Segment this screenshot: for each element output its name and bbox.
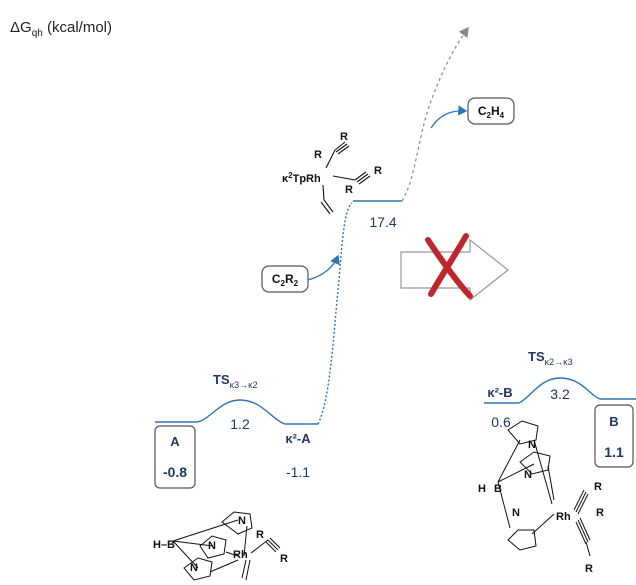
structure-B-labels: H B N N N Rh R R R bbox=[478, 439, 604, 575]
structure-B-B: B bbox=[494, 483, 502, 495]
ts1-sub: κ3→κ2 bbox=[230, 380, 258, 390]
structure-A-R1: R bbox=[256, 529, 264, 541]
ts2-sub: κ2→κ3 bbox=[545, 357, 573, 367]
arrow-c2h4-out bbox=[430, 105, 468, 129]
structure-A-labels: H–B N N N Rh R R bbox=[153, 515, 288, 574]
state-k2A-name: κ²-A bbox=[285, 431, 311, 446]
ts1-label: TSκ3→κ2 bbox=[213, 372, 258, 390]
ts2-energy: 3.2 bbox=[550, 386, 570, 402]
ts2-label: TSκ2→κ3 bbox=[528, 349, 573, 367]
red-cross-icon bbox=[425, 233, 473, 299]
arrow-c2r2-in bbox=[307, 254, 340, 281]
c2r2-b: R bbox=[285, 272, 294, 286]
structure-B-Rh: Rh bbox=[556, 511, 571, 523]
structure-A-R2: R bbox=[280, 553, 288, 565]
state-A-energy: -0.8 bbox=[163, 464, 187, 480]
dashed-path-to-products bbox=[401, 27, 469, 202]
structure-A-Rh: Rh bbox=[233, 549, 248, 561]
state-k2A-energy: -1.1 bbox=[286, 464, 310, 480]
structure-A-N1: N bbox=[238, 515, 246, 527]
intermediate-R4: R bbox=[374, 165, 382, 177]
axis-label: ΔGqh (kcal/mol) bbox=[10, 19, 112, 39]
structure-B-N1: N bbox=[528, 439, 536, 451]
intermediate-rest: TpRh bbox=[293, 173, 321, 185]
axis-label-sub: qh bbox=[32, 28, 43, 39]
structure-B-R1: R bbox=[594, 481, 602, 493]
state-k2B-energy: 0.6 bbox=[491, 414, 511, 430]
state-B-box: B 1.1 bbox=[594, 404, 634, 468]
state-B-energy: 1.1 bbox=[604, 444, 624, 460]
ts2-prefix: TS bbox=[528, 349, 545, 364]
c2r2-b-sub: 2 bbox=[294, 279, 299, 288]
svg-text:C2H4: C2H4 bbox=[478, 104, 505, 120]
c2r2-a: C bbox=[272, 272, 281, 286]
ts1-barrier bbox=[196, 399, 286, 425]
ts2-barrier bbox=[518, 377, 601, 404]
svg-text:C2R2: C2R2 bbox=[272, 272, 299, 288]
rise-to-intermediate bbox=[317, 202, 353, 425]
c2h4-a-sub: 2 bbox=[487, 111, 492, 120]
intermediate-R3: R bbox=[345, 184, 353, 196]
structure-B-R2: R bbox=[596, 507, 604, 519]
reagent-c2r2: C2R2 bbox=[261, 265, 309, 293]
intermediate-k: κ bbox=[282, 173, 289, 185]
state-A-name: A bbox=[170, 434, 180, 449]
structure-B-H: H bbox=[478, 483, 486, 495]
axis-label-main: ΔG bbox=[10, 19, 32, 36]
structure-A-N3: N bbox=[190, 562, 198, 574]
axis-label-unit: (kcal/mol) bbox=[43, 19, 112, 36]
structure-A bbox=[172, 511, 281, 581]
structure-B-R3: R bbox=[585, 563, 593, 575]
intermediate-structure-labels: R R R R κ2TpRh bbox=[282, 131, 382, 196]
c2h4-b-sub: 4 bbox=[500, 111, 505, 120]
reagent-c2h4: C2H4 bbox=[467, 97, 515, 125]
structure-B-N3: N bbox=[512, 507, 520, 519]
intermediate-R2: R bbox=[340, 131, 348, 143]
c2h4-a: C bbox=[478, 104, 487, 118]
intermediate-energy: 17.4 bbox=[369, 214, 396, 230]
energy-profile-right bbox=[484, 377, 636, 404]
state-k2B-name: κ²-B bbox=[487, 385, 512, 400]
structure-A-HB: H–B bbox=[153, 539, 175, 551]
intermediate-structure bbox=[320, 141, 371, 215]
structure-B bbox=[497, 420, 591, 557]
c2r2-a-sub: 2 bbox=[281, 279, 286, 288]
state-A-box: A -0.8 bbox=[154, 425, 196, 489]
c2h4-b: H bbox=[491, 104, 500, 118]
intermediate-formula: κ2TpRh bbox=[282, 171, 321, 185]
structure-B-N2: N bbox=[524, 469, 532, 481]
energy-profile-left bbox=[155, 200, 402, 425]
intermediate-sup: 2 bbox=[288, 171, 293, 180]
ts1-prefix: TS bbox=[213, 372, 230, 387]
state-B-name: B bbox=[609, 414, 618, 429]
ts1-energy: 1.2 bbox=[230, 416, 250, 432]
intermediate-R1: R bbox=[314, 149, 322, 161]
blocked-pathway-arrow bbox=[400, 238, 509, 302]
structure-A-N2: N bbox=[208, 540, 216, 552]
